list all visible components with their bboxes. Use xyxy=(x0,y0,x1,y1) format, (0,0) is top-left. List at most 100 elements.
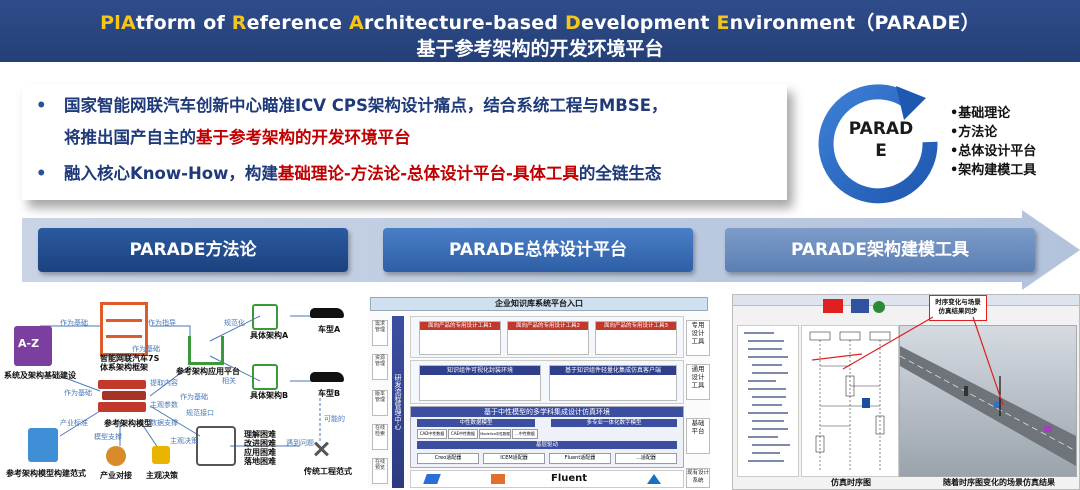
caption-scene: 随着时序图变化的场景仿真结果 xyxy=(943,478,1055,487)
handshake-icon xyxy=(106,446,126,466)
edge-label: 主观参数 xyxy=(150,401,178,409)
label-app-platform: 参考架构应用平台 xyxy=(176,367,240,376)
title-part: eference xyxy=(246,12,350,34)
app-logo-icon xyxy=(823,299,843,313)
edge-label: 作为基础 xyxy=(180,393,208,401)
neutral-chip: CAE中性数据 xyxy=(448,429,478,439)
tool-title: 面向产品的专用设计工具1 xyxy=(420,322,500,330)
label-framework: 智能网联汽车7S 体系架构框架 xyxy=(100,354,160,372)
cycle-arrow-icon xyxy=(818,84,938,204)
tools-row: 面向产品的专用设计工具1 面向产品的专用设计工具2 面向产品的专用设计工具3 xyxy=(410,316,684,358)
book-model-icon xyxy=(28,428,58,462)
mid-card-title: 知识组件可视化封装环境 xyxy=(420,366,540,375)
label-sys-arch: 系统及架构基础建设 xyxy=(4,371,76,380)
ring-list-item: •总体设计平台 xyxy=(950,144,1037,159)
title-part: R xyxy=(231,12,247,34)
label-build-norm: 参考架构模型构建范式 xyxy=(6,469,86,478)
header-banner: PlAtform of Reference Architecture-based… xyxy=(0,0,1080,62)
tree-lines xyxy=(744,332,790,462)
tool-card: 面向产品的专用设计工具2 xyxy=(507,321,589,355)
title-part: A xyxy=(120,12,136,34)
title-part: evelopment xyxy=(581,12,717,34)
title-part: E xyxy=(716,12,730,34)
modeling-tool-screenshot: 时序变化与场景 仿真结果同步 仿真时序图 随着时序图变化的场景仿真结果 xyxy=(732,294,1080,490)
edge-label: 规范接口 xyxy=(186,409,214,417)
az-icon-text: A-Z xyxy=(18,337,40,350)
bullet-text-part: 将推出国产自主的 xyxy=(64,128,196,147)
label-pains: 理解困难 改进困难 应用困难 落地困难 xyxy=(244,430,276,466)
label-decision: 主观决策 xyxy=(146,471,178,480)
methodology-diagram: A-Z 系统及架构基础建设 智能网联汽车7S 体系架构框架 参考架构模型 参考架… xyxy=(0,296,360,488)
title-part: rchitecture-based xyxy=(363,12,566,34)
ring-list-item: •架构建模工具 xyxy=(950,163,1037,178)
tool-card: 面向产品的专用设计工具1 xyxy=(419,321,501,355)
title-part: Pl xyxy=(100,12,121,34)
desk-icon xyxy=(188,336,224,365)
label-trad: 传统工程范式 xyxy=(304,467,352,476)
diagram-connectors xyxy=(40,315,321,452)
car-icon xyxy=(310,372,344,382)
bullet-dot: • xyxy=(36,164,47,183)
right-cell: 现有设计 系统 xyxy=(686,468,710,488)
sequence-diagram xyxy=(801,325,899,477)
label-arch-b: 具体架构B xyxy=(250,391,289,400)
edge-label: 规范化 xyxy=(224,319,245,327)
label-arch-a: 具体架构A xyxy=(250,331,289,340)
sync-callout: 时序变化与场景 仿真结果同步 xyxy=(929,295,987,321)
rd-process-center: 研发流程管理中心 xyxy=(392,316,404,488)
bullet-1-cont-text: 将推出国产自主的基于参考架构的开发环境平台 xyxy=(64,124,411,152)
edge-label: 模型支撑 xyxy=(94,433,122,441)
caption-sequence: 仿真时序图 xyxy=(831,478,871,487)
logos-row: Fluent xyxy=(410,470,684,488)
sequence-lines xyxy=(809,331,891,471)
az-icon: A-Z xyxy=(14,326,52,366)
edge-label: 作为基础 xyxy=(60,319,88,327)
ring-label-line: E xyxy=(875,141,887,161)
logo-icon xyxy=(647,474,661,484)
neutral-chip: ...中性数据 xyxy=(512,429,538,439)
bullet-2-text: 融入核心Know-How，构建基础理论-方法论-总体设计平台-具体工具的全链生态 xyxy=(64,160,661,188)
edge-label: 作为指导 xyxy=(148,319,176,327)
mid-card: 基于知识组件轻量化集成仿真客户端 xyxy=(549,365,677,401)
bullet-1-text: 国家智能网联汽车创新中心瞄准ICV CPS架构设计痛点，结合系统工程与MBSE， xyxy=(64,96,668,115)
car-icon xyxy=(310,308,344,318)
bullet-dot: • xyxy=(36,96,47,115)
bookshelf-icon xyxy=(100,302,148,356)
tool-title: 面向产品的专用设计工具2 xyxy=(508,322,588,330)
adapter-chip: Fluent适配器 xyxy=(549,453,611,464)
ring-list-item: •基础理论 xyxy=(950,106,1011,121)
scene-simulation xyxy=(899,325,1077,477)
edge-label: 产业标准 xyxy=(60,419,88,427)
bullet-highlight: 基于参考架构的开发环境平台 xyxy=(196,128,411,147)
label-car-a: 车型A xyxy=(318,325,341,334)
bullet-text-part: 的全链生态 xyxy=(578,164,662,183)
bullet-box: • 国家智能网联汽车创新中心瞄准ICV CPS架构设计痛点，结合系统工程与MBS… xyxy=(22,84,787,200)
label-industry: 产业对接 xyxy=(100,471,132,480)
books-icon xyxy=(98,380,146,414)
logo-icon xyxy=(423,474,441,484)
base-driver: 基层驱动 xyxy=(417,441,677,449)
parade-ring: PARAD E xyxy=(808,80,948,210)
left-cell: 版本 管理 xyxy=(372,390,388,416)
integration-env: 基于中性模型的多学科集成设计仿真环境 中性数据模型 多专业一体化数字模型 CAD… xyxy=(410,406,684,468)
multi-discipline-model: 多专业一体化数字模型 xyxy=(551,419,677,427)
ring-label: PARAD E xyxy=(836,118,926,162)
title-part: nvironment（PARADE） xyxy=(729,12,980,34)
phase-methodology: PARADE方法论 xyxy=(38,228,348,272)
phase-design-platform: PARADE总体设计平台 xyxy=(383,228,693,272)
mid-card: 知识组件可视化封装环境 xyxy=(419,365,541,401)
platform-entry-header: 企业知识库系统平台入口 xyxy=(370,297,708,311)
app-logo-icon xyxy=(851,299,869,313)
edge-label: 数据支撑 xyxy=(150,419,178,427)
scene-road xyxy=(900,346,1076,466)
phase-modeling-tool: PARADE架构建模工具 xyxy=(725,228,1035,272)
tool-menubar xyxy=(733,295,1079,306)
right-cell: 通用 设计 工具 xyxy=(686,364,710,400)
fluent-logo: Fluent xyxy=(551,473,588,484)
edge-label: 主观决策 xyxy=(170,437,198,445)
mid-row: 知识组件可视化封装环境 基于知识组件轻量化集成仿真客户端 xyxy=(410,360,684,404)
title-part: tform of xyxy=(135,12,232,34)
gear-icon xyxy=(252,304,278,330)
decision-icon xyxy=(152,446,170,464)
app-logo-icon xyxy=(873,301,885,313)
